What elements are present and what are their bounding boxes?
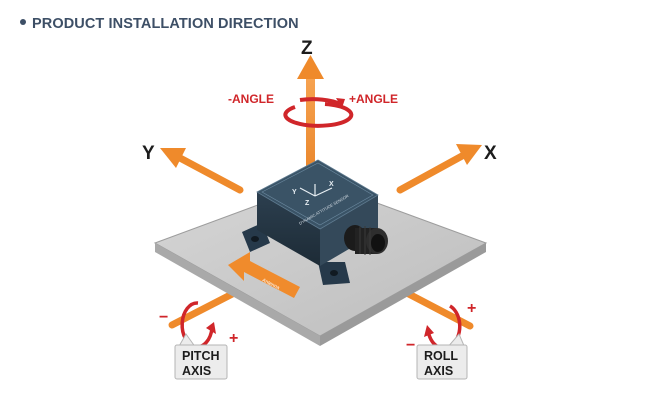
y-axis-label: Y (142, 143, 155, 164)
bullet-icon (20, 19, 26, 26)
roll-plus-sign: + (467, 300, 476, 317)
sensor-face-x-label: X (329, 181, 334, 188)
negative-angle-label: -ANGLE (228, 92, 274, 106)
pitch-axis-label-line2: AXIS (182, 364, 211, 378)
z-axis-label: Z (301, 38, 313, 59)
y-axis-arrow (160, 148, 244, 194)
heading-text: PRODUCT INSTALLATION DIRECTION (32, 16, 299, 32)
roll-minus-sign: − (406, 337, 415, 354)
sensor-face-z-label: Z (305, 200, 310, 207)
pitch-axis-label-line1: PITCH (182, 349, 220, 363)
pitch-axis-callout: PITCH AXIS (174, 333, 228, 380)
pitch-plus-sign: + (229, 330, 238, 347)
x-axis-arrow (396, 144, 482, 194)
roll-axis-label-line2: AXIS (424, 364, 453, 378)
positive-angle-label: +ANGLE (349, 92, 398, 106)
z-axis-arrow (297, 55, 324, 212)
z-rotation-ring (283, 97, 354, 128)
page-heading: PRODUCT INSTALLATION DIRECTION (20, 16, 299, 32)
roll-axis-callout: ROLL AXIS (416, 333, 468, 380)
cable-gland-connector (344, 225, 388, 255)
sensor-face-y-label: Y (292, 189, 297, 196)
x-axis-label: X (484, 143, 497, 164)
sensor-mounting-ear-right (318, 262, 350, 285)
roll-axis-label-line1: ROLL (424, 349, 458, 363)
pitch-minus-sign: − (159, 309, 168, 326)
